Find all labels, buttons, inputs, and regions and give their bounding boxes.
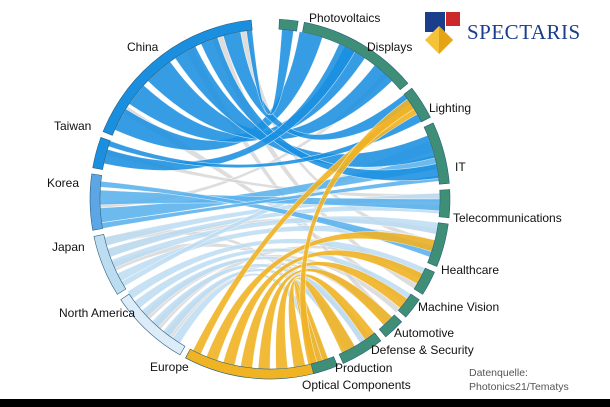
arc-europe (185, 348, 332, 380)
label-china: China (127, 40, 159, 54)
label-europe: Europe (150, 360, 189, 374)
label-lighting: Lighting (429, 101, 472, 115)
label-production: Production (335, 361, 393, 375)
source-line-1: Datenquelle: (469, 367, 528, 379)
arc-automotive (397, 293, 420, 318)
source-line-2: Photonics21/Tematys (469, 381, 569, 393)
bottom-bar (0, 399, 610, 407)
data-source-note: Datenquelle: Photonics21/Tematys (469, 366, 604, 394)
label-telecommunications: Telecommunications (453, 211, 562, 225)
arc-machine-vision (413, 267, 435, 295)
arc-lighting (403, 87, 431, 123)
ribbons-mid-layer (99, 154, 441, 258)
label-defense-security: Defense & Security (371, 343, 474, 357)
label-it: IT (455, 160, 466, 174)
arc-healthcare (427, 222, 449, 267)
label-automotive: Automotive (394, 326, 455, 340)
ribbons-europe-layer (192, 98, 436, 370)
arc-japan (93, 233, 127, 295)
arc-displays (302, 21, 409, 91)
arc-korea (89, 173, 103, 231)
arc-photovoltaics (278, 18, 299, 32)
label-north-america: North America (59, 306, 136, 320)
arc-north-america (120, 293, 186, 356)
arc-optical-components (310, 356, 338, 375)
arc-telecommunications (438, 189, 451, 219)
label-optical-components: Optical Components (302, 378, 411, 392)
spectaris-logo: SPECTARIS (421, 8, 596, 54)
label-machine-vision: Machine Vision (418, 300, 500, 314)
label-taiwan: Taiwan (54, 119, 92, 133)
ribbons-dark-layer (103, 29, 440, 182)
arcs-layer (89, 18, 451, 380)
arc-it (423, 122, 450, 185)
label-photovoltaics: Photovoltaics (309, 11, 381, 25)
arc-defense-security (378, 314, 403, 338)
arc-production (338, 332, 382, 364)
label-japan: Japan (52, 240, 85, 254)
label-healthcare: Healthcare (441, 263, 500, 277)
spectaris-diamond-logo-icon (425, 12, 460, 54)
label-displays: Displays (367, 40, 413, 54)
arc-taiwan (92, 137, 111, 170)
arc-china (102, 19, 253, 136)
label-korea: Korea (47, 176, 80, 190)
logo-name: SPECTARIS (467, 20, 581, 44)
